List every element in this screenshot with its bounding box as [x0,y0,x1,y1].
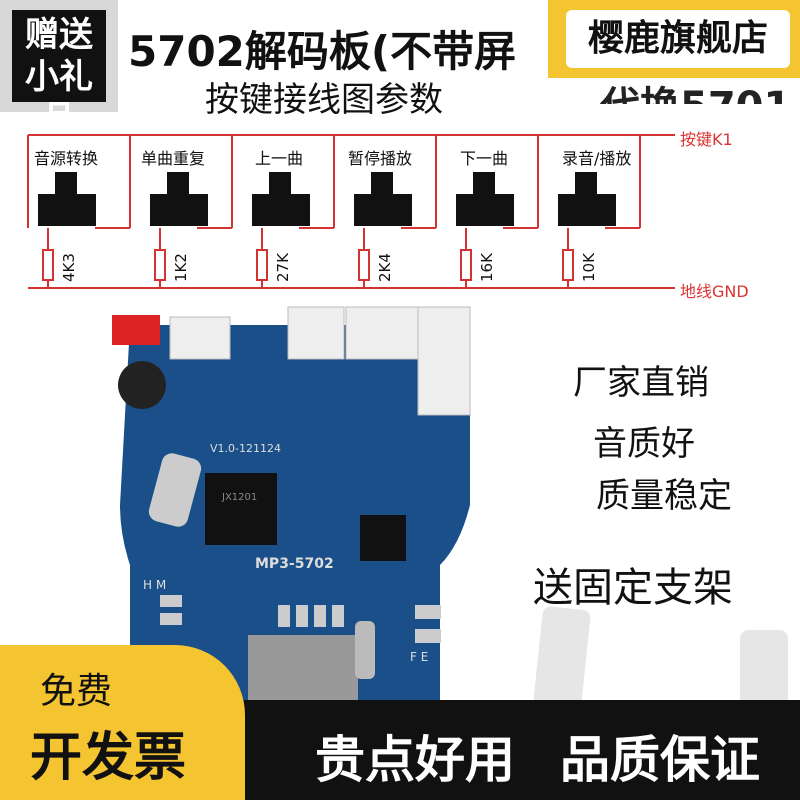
usb-port [248,635,358,705]
switch-1 [38,172,96,226]
resistor-1 [42,249,54,281]
button-label-1: 音源转换 [34,149,99,168]
switch-2 [150,172,208,226]
button-label-6: 录音/播放 [562,149,632,168]
product-title: 5702解码板(不带屏 [128,27,517,76]
resistor-label-3: 27K [274,253,292,282]
store-badge: 樱鹿旗舰店 [548,0,800,78]
board-model: MP3-5702 [255,556,334,572]
invoice-badge [0,645,245,800]
bracket-right [740,630,788,710]
bracket-left [533,606,591,710]
board-version: V1.0-121124 [210,442,281,455]
chip-marking: JX1201 [222,492,258,503]
switch-3 [252,172,310,226]
gift-badge: 赠送 小礼品 [0,0,118,139]
gift-badge-line2: 小礼品 [25,57,93,139]
promo-sound-quality: 音质好 [593,424,695,464]
white-connector-1 [169,316,231,360]
main-chip [205,473,277,545]
pcb-body [120,325,470,705]
capacitor [118,361,166,409]
gift-badge-text: 赠送 小礼品 [12,10,106,139]
resistor-label-2: 1K2 [172,253,190,282]
wiring-diagram [27,134,675,289]
white-connector-4 [417,306,471,416]
resistor-3 [256,249,268,281]
switch-6 [558,172,616,226]
resistor-label-6: 10K [580,253,598,282]
resistor-5 [460,249,472,281]
gift-badge-line1: 赠送 [25,15,93,55]
usb-tab [355,621,375,679]
bracket-pieces [533,606,788,710]
white-connector-2 [287,306,345,360]
resistor-label-4: 2K4 [376,253,394,282]
slogan-useful: 贵点好用 [315,731,515,789]
button-label-2: 单曲重复 [141,149,206,168]
gnd-label: 地线GND [680,282,749,301]
switch-4 [354,172,412,226]
small-chip [360,515,406,561]
switch-5 [456,172,514,226]
promo-free-bracket: 送固定支架 [533,565,733,611]
button-label-3: 上一曲 [255,149,304,168]
resistor-label-5: 16K [478,253,496,282]
resistor-6 [562,249,574,281]
white-connector-3 [345,306,419,360]
promo-quality-stable: 质量稳定 [596,476,732,516]
key-k1-label: 按键K1 [680,130,733,149]
invoice-text: 开发票 [30,728,187,788]
resistor-4 [358,249,370,281]
crystal [148,453,202,527]
resistor-2 [154,249,166,281]
diagram-subtitle: 按键接线图参数 [205,80,443,120]
button-label-4: 暂停播放 [348,149,413,168]
circuit-board [112,306,471,705]
button-label-5: 下一曲 [460,149,509,168]
slogan-quality: 品质保证 [560,731,760,789]
free-text: 免费 [40,671,113,712]
pads-hm-label: H M [143,578,167,592]
pads-fe-label: F E [410,650,429,664]
resistor-label-1: 4K3 [60,253,78,282]
red-connector [112,315,160,345]
promo-factory-direct: 厂家直销 [573,363,709,403]
replace-text: 代换5701 [600,74,791,104]
store-name: 樱鹿旗舰店 [566,10,790,68]
